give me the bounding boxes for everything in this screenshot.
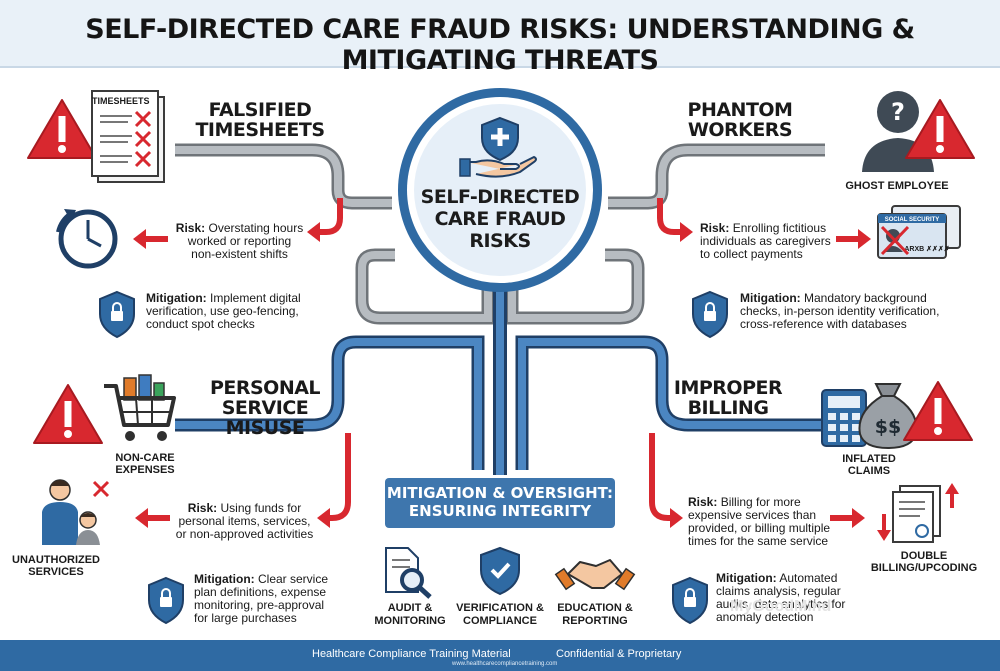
timesheets-label: TIMESHEETS [92,96,150,106]
heading-falsified: FALSIFIED TIMESHEETS [195,99,325,141]
red-arrow-down-falsified [307,198,343,242]
red-arrow-left-personal [135,508,170,528]
audit-magnifier-icon [385,547,432,599]
gray-connector-right [505,143,825,325]
mitigation-falsified: Mitigation: Implement digital verificati… [146,291,301,331]
red-arrow-right-phantom [836,229,871,249]
shield-lock-icon-billing [672,577,708,624]
shield-lock-icon-phantom [692,291,728,338]
unauthorized-services-label: UNAUTHORIZED SERVICES [12,554,100,578]
ghost-employee-label: GHOST EMPLOYEE [845,180,949,192]
tool-education-label: EDUCATION &REPORTING [557,602,633,627]
calculator-icon [821,389,867,447]
verification-check-shield-icon [480,546,520,596]
card-number: ARXB ✗✗✗✗ [904,245,949,253]
risk-personal: Risk: Using funds for personal items, se… [175,501,314,541]
svg-text:?: ? [891,98,905,126]
red-arrow-down-billing [649,433,683,528]
mitigation-billing: Mitigation: Automated claims analysis, r… [716,571,846,624]
shield-lock-icon-falsified [99,291,135,338]
money-bag-symbol: $$ [875,416,901,438]
center-hub [398,88,602,292]
center-hub-title: SELF-DIRECTED CARE FRAUD RISKS [420,186,580,252]
mitigation-phantom: Mitigation: Mandatory background checks,… [740,291,940,331]
risk-phantom: Risk: Enrolling fictitious individuals a… [700,221,831,261]
risk-billing: Risk: Billing for more expensive service… [688,495,831,548]
red-arrow-down-personal [317,433,351,528]
red-arrow-right-billing [830,508,865,528]
heading-billing: IMPROPER BILLING [673,377,783,419]
watermark: MyGoodMind [730,598,832,615]
risk-falsified: Risk: Overstating hours worked or report… [175,221,304,261]
header-band [0,0,1000,68]
handshake-icon [554,559,636,591]
heading-personal: PERSONAL SERVICE MISUSE [209,377,321,439]
footer-right-text: Confidential & Proprietary [556,648,682,660]
money-bag-icon: $$ [858,383,918,450]
mitigation-personal: Mitigation: Clear service plan definitio… [194,572,329,625]
footer-bar: Healthcare Compliance Training Material … [0,640,1000,671]
warning-icon-billing [903,381,973,441]
warning-icon-personal [33,384,103,444]
clock-icon [56,209,118,269]
gray-connector-left [175,143,495,325]
warning-icon-falsified [27,99,97,159]
red-arrow-left-falsified [133,229,168,249]
mitigation-oversight-banner: MITIGATION & OVERSIGHT: ENSURING INTEGRI… [385,478,615,528]
inflated-claims-label: INFLATED CLAIMS [842,453,896,477]
blue-connector-right [515,335,825,470]
double-billing-icon [877,483,959,543]
timesheet-icon [91,90,165,183]
social-security-card-icon: SOCIAL SECURITY ARXB ✗✗✗✗ [877,205,961,259]
tool-audit-label: AUDIT &MONITORING [374,602,446,627]
red-arrow-down-phantom [657,198,693,242]
heading-phantom: PHANTOM WORKERS [687,99,793,141]
footer-url: www.healthcarecompliancetraining.com [452,661,558,667]
barber-service-icon [42,479,110,545]
blue-connector-left [175,335,485,470]
care-hand-shield-icon [459,116,537,178]
page-title: SELF-DIRECTED CARE FRAUD RISKS: UNDERSTA… [85,14,915,76]
shield-lock-icon-personal [148,577,184,624]
tool-verification-label: VERIFICATION &COMPLIANCE [456,602,544,627]
non-care-expenses-label: NON-CARE EXPENSES [115,452,175,476]
shopping-cart-icon [104,374,176,441]
footer-left-text: Healthcare Compliance Training Material [312,648,511,660]
card-text: SOCIAL SECURITY [885,217,940,223]
double-billing-label: DOUBLE BILLING/UPCODING [870,550,978,574]
center-stem [493,285,507,475]
